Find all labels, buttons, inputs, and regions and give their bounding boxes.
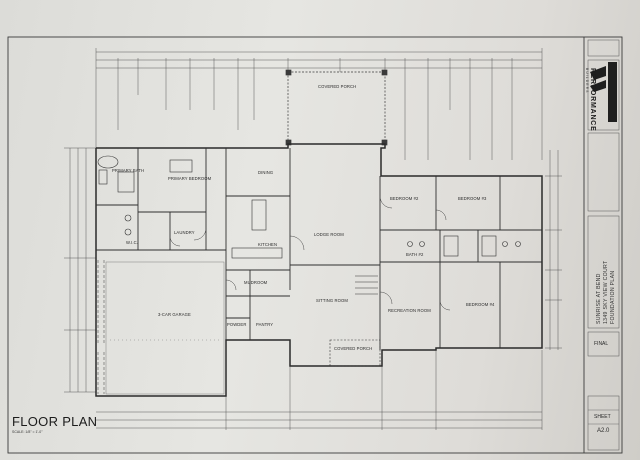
sheet-border — [7, 36, 623, 454]
interior-walls — [96, 148, 542, 396]
plan-title: FLOOR PLAN — [12, 414, 98, 429]
room-label-garage: 3-CAR GARAGE — [158, 312, 191, 317]
room-label-powder: POWDER — [227, 322, 247, 327]
scale-note: SCALE: 1/8" = 1'-0" — [12, 430, 43, 434]
room-label-covered-porch-front: COVERED PORCH — [334, 346, 373, 351]
room-label-recreation-room: RECREATION ROOM — [388, 308, 431, 313]
bottom-dimensions — [96, 350, 543, 430]
sheet-number: A2.0 — [597, 428, 610, 434]
room-label-dining: DINING — [258, 170, 274, 175]
brand-logo-icon — [590, 62, 617, 122]
room-label-wic: W.I.C. — [126, 240, 138, 245]
room-label-bath-2: BATH #2 — [406, 252, 424, 257]
project-name: SUNRISE AT BEND — [596, 273, 602, 324]
status-label: FINAL — [594, 341, 609, 347]
left-dimensions — [64, 147, 96, 393]
room-label-bedroom-4: BEDROOM #4 — [466, 302, 495, 307]
door-swings — [169, 195, 451, 311]
room-label-primary-bedroom: PRIMARY BEDROOM — [168, 176, 212, 181]
garage-door-lines — [97, 260, 105, 394]
room-label-covered-porch-rear: COVERED PORCH — [318, 84, 357, 89]
room-label-kitchen: KITCHEN — [258, 242, 278, 247]
sheet-description: FOUNDATION PLAN — [610, 270, 616, 324]
room-label-pantry: PANTRY — [256, 322, 274, 327]
project-address: 1349 SKY VIEW COURT — [603, 260, 609, 324]
sheet-label: SHEET — [594, 414, 611, 420]
room-label-lodge-room: LODGE ROOM — [314, 232, 344, 237]
bath-fixtures — [97, 155, 521, 367]
room-label-bedroom-3: BEDROOM #3 — [458, 196, 487, 201]
exterior-walls — [95, 143, 543, 397]
garage-slab — [105, 261, 225, 395]
top-dimensions — [95, 48, 543, 160]
right-dimensions — [545, 150, 562, 350]
room-label-mudroom: MUDROOM — [244, 280, 268, 285]
brand-name: PERFORMANCE — [589, 68, 596, 132]
room-label-bedroom-2: BEDROOM #2 — [390, 196, 419, 201]
room-label-primary-bath: PRIMARY BATH — [112, 168, 145, 173]
room-label-laundry: LAUNDRY — [174, 230, 195, 235]
brand-subtitle: BUILDERS — [585, 68, 589, 94]
room-label-sitting-room: SITTING ROOM — [316, 298, 348, 303]
rear-porch-outline — [285, 69, 388, 146]
